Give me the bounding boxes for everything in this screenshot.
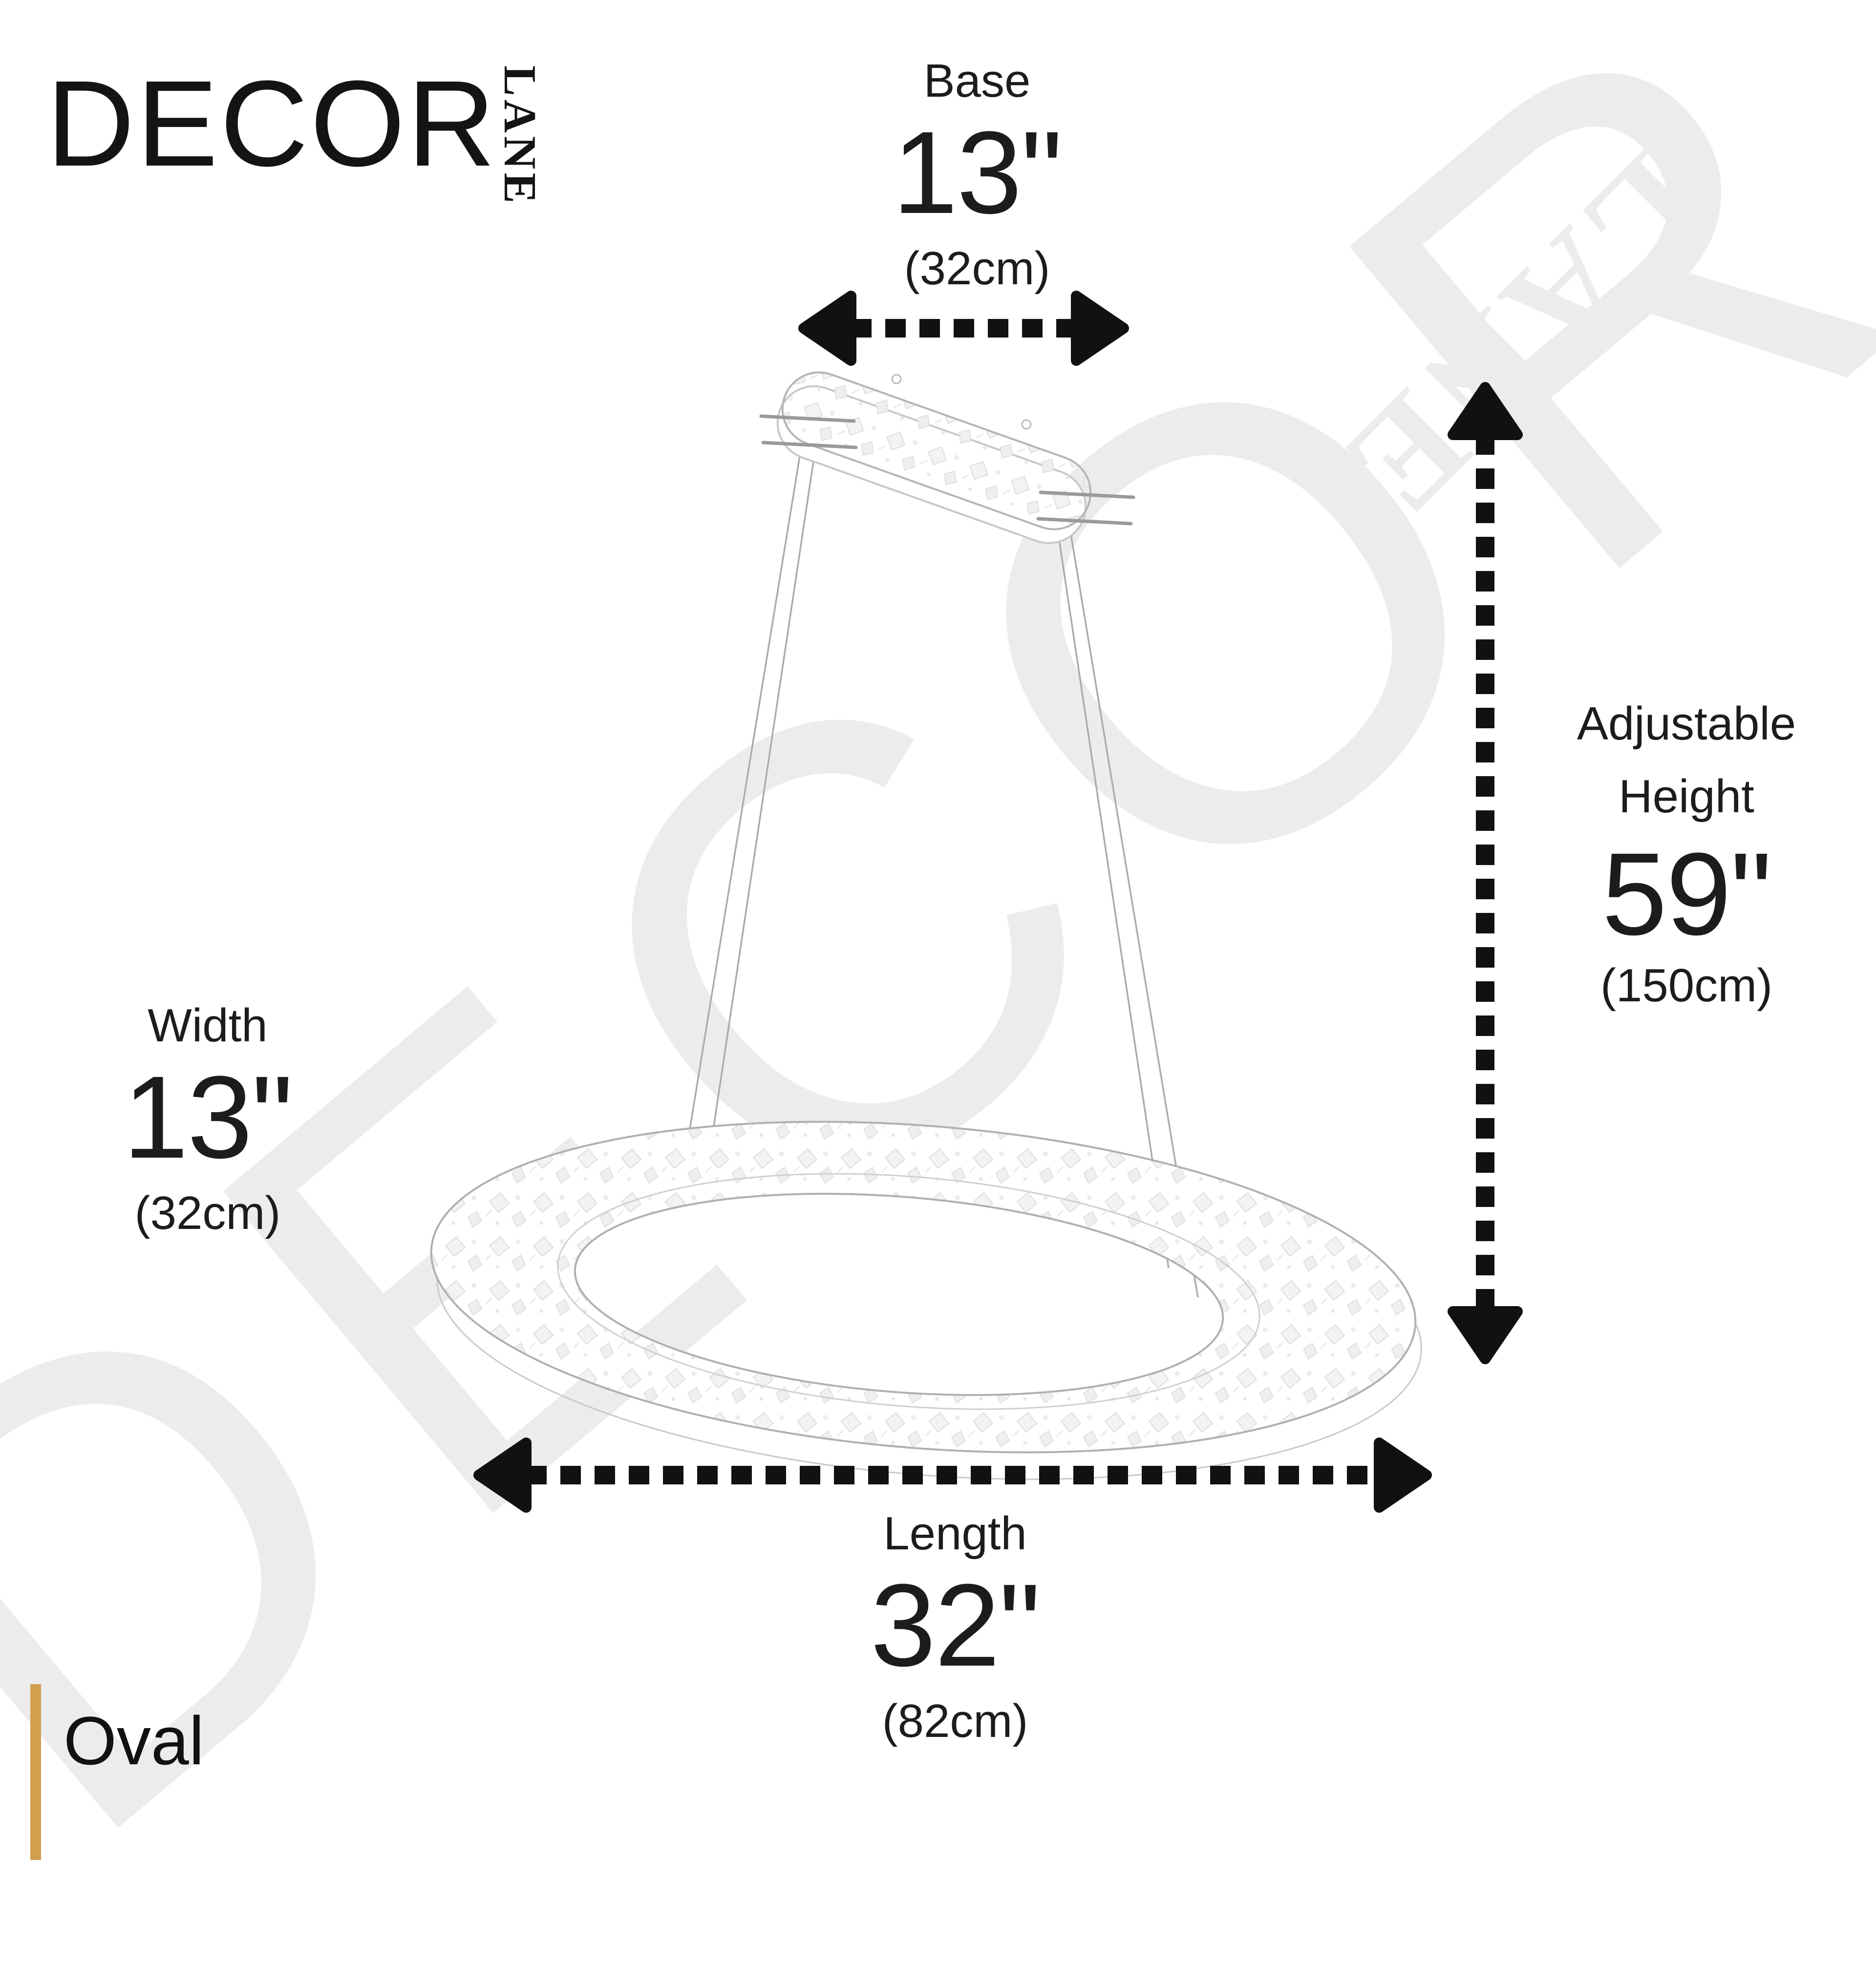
- length-inches-value: 32": [870, 1560, 1041, 1691]
- gold-accent-bar: [30, 1684, 41, 1860]
- length-label: Length: [883, 1507, 1027, 1560]
- chandelier-dimension-diagram: [430, 291, 1523, 1513]
- canopy-end-rods: [759, 414, 1135, 526]
- length-dimension-label: Length 32" (82cm): [870, 1505, 1041, 1749]
- adjustable-height-dimension-label: Adjustable Height 59" (150cm): [1577, 688, 1796, 1014]
- base-arrow-right-head: [1071, 291, 1129, 366]
- base-metric-value: (32cm): [904, 242, 1050, 295]
- base-label: Base: [923, 55, 1031, 107]
- brand-logo: DECOR: [46, 63, 497, 185]
- canopy-screw: [891, 374, 902, 384]
- base-inches-value: 13": [892, 107, 1063, 238]
- height-arrow-bottom-head: [1448, 1306, 1523, 1364]
- length-arrow-right-head: [1374, 1438, 1432, 1513]
- length-arrow-left-head: [473, 1438, 532, 1513]
- height-dimension-arrow: [1448, 382, 1523, 1364]
- shape-name: Oval: [64, 1702, 204, 1779]
- length-dimension-arrow: [473, 1438, 1432, 1513]
- length-metric-value: (82cm): [882, 1694, 1028, 1747]
- canopy-rod: [1036, 517, 1133, 526]
- suspension-cable: [1062, 484, 1199, 1298]
- canopy-rod: [761, 441, 858, 449]
- height-label: Height: [1619, 770, 1754, 823]
- brand-logo-lane: LANE: [494, 65, 545, 207]
- width-label: Width: [148, 999, 268, 1052]
- canopy-top-face: [781, 371, 1092, 530]
- suspension-cable: [708, 419, 821, 1156]
- brand-logo-decor: DECOR: [46, 55, 497, 191]
- suspension-cables: [687, 411, 1199, 1298]
- canopy-rod: [759, 414, 856, 423]
- suspension-cable: [687, 411, 808, 1142]
- ceiling-canopy: [776, 371, 1092, 544]
- base-dimension-label: Base 13" (32cm): [892, 53, 1063, 296]
- canopy-rod: [1039, 490, 1135, 499]
- width-inches-value: 13": [123, 1052, 293, 1183]
- height-inches-value: 59": [1601, 828, 1772, 959]
- adjustable-label: Adjustable: [1577, 698, 1796, 750]
- crystal-ring-inner-lip: [557, 1173, 1260, 1410]
- height-arrow-top-head: [1448, 382, 1523, 440]
- height-metric-value: (150cm): [1600, 959, 1773, 1012]
- crystal-ring-texture: [430, 1121, 1417, 1454]
- canopy-screw: [1021, 419, 1032, 430]
- width-dimension-label: Width 13" (32cm): [123, 997, 293, 1241]
- width-metric-value: (32cm): [134, 1186, 281, 1239]
- base-dimension-arrow: [798, 291, 1129, 366]
- suspension-cable: [1048, 474, 1170, 1269]
- base-arrow-left-head: [798, 291, 856, 366]
